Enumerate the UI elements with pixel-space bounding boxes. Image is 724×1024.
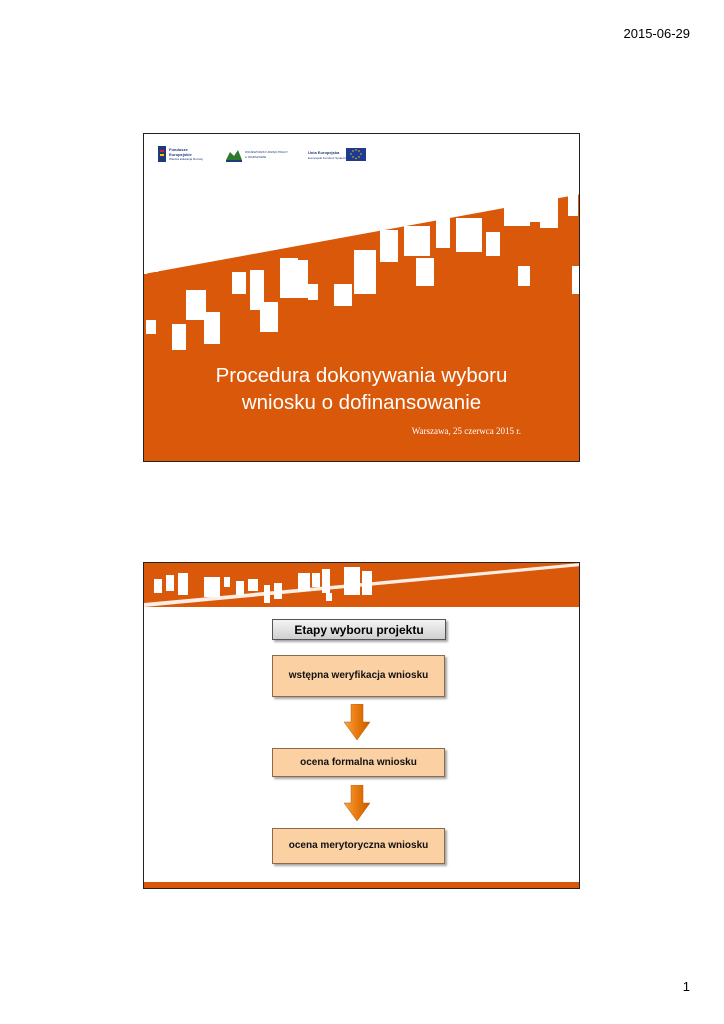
eu-logo-text: Europejski Fundusz Społeczny bbox=[308, 156, 349, 161]
step-label: wstępna weryfikacja wniosku bbox=[289, 668, 429, 684]
step-box: ocena merytoryczna wniosku bbox=[272, 828, 445, 864]
step-label: ocena merytoryczna wniosku bbox=[289, 838, 429, 854]
process-slide: Etapy wyboru projektu wstępna weryfikacj… bbox=[143, 562, 580, 889]
slide-title-line: Procedura dokonywania wyboru bbox=[164, 362, 559, 389]
slide-subtitle: Warszawa, 25 czerwca 2015 r. bbox=[164, 426, 521, 436]
wup-logo-text: w WARSZAWIE bbox=[245, 155, 266, 160]
page-number: 1 bbox=[683, 979, 690, 994]
slide-title-line: wniosku o dofinansowanie bbox=[164, 389, 559, 416]
eu-flag-icon bbox=[306, 144, 368, 166]
page-date: 2015-06-29 bbox=[624, 26, 691, 41]
eu-logo-text: Unia Europejska bbox=[308, 150, 339, 155]
slide-title: Procedura dokonywania wyboru wniosku o d… bbox=[164, 362, 559, 416]
step-box: wstępna weryfikacja wniosku bbox=[272, 655, 445, 697]
slide-footer-band bbox=[144, 882, 580, 888]
step-label: ocena formalna wniosku bbox=[300, 755, 417, 771]
steps-heading: Etapy wyboru projektu bbox=[272, 619, 446, 640]
logo-strip: Fundusze Europejskie Wiedza Edukacja Roz… bbox=[158, 144, 368, 166]
title-slide: Fundusze Europejskie Wiedza Edukacja Roz… bbox=[143, 133, 580, 462]
fe-logo-text: Wiedza Edukacja Rozwój bbox=[169, 157, 203, 162]
arrow-down-icon bbox=[344, 704, 370, 740]
slide-header-band bbox=[144, 563, 580, 607]
header-pattern bbox=[144, 563, 580, 607]
step-box: ocena formalna wniosku bbox=[272, 748, 445, 777]
arrow-down-icon bbox=[344, 785, 370, 821]
